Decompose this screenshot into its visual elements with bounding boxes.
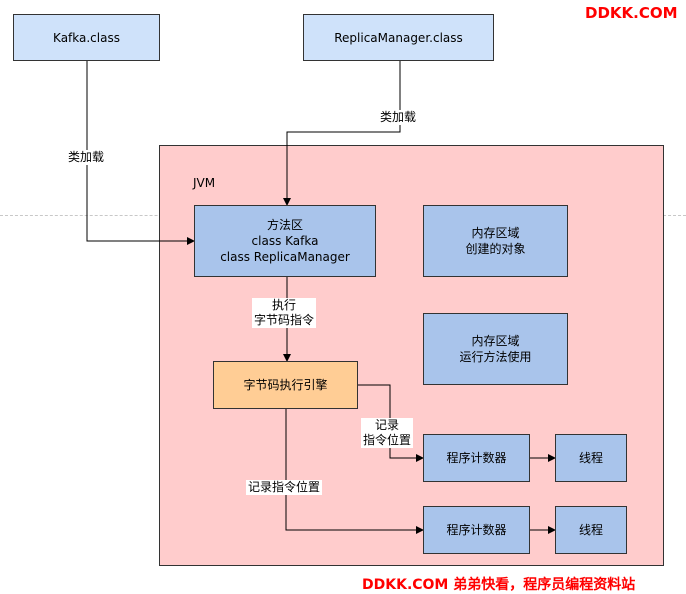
- edge-label-execute-bytecode: 执行 字节码指令: [252, 298, 317, 328]
- pc-counter-box-1: 程序计数器: [423, 434, 530, 482]
- method-area-box: 方法区 class Kafka class ReplicaManager: [194, 205, 376, 277]
- kafka-class-box: Kafka.class: [13, 14, 160, 61]
- watermark-bottom: DDKK.COM 弟弟快看，程序员编程资料站: [362, 577, 636, 593]
- stack-methods-box: 内存区域 运行方法使用: [423, 313, 568, 385]
- bytecode-engine-box: 字节码执行引擎: [213, 361, 358, 409]
- edge-replica-load: [283, 61, 401, 206]
- edge-label-class-loading-right: 类加载: [378, 110, 419, 125]
- pc-counter-box-2: 程序计数器: [423, 506, 530, 554]
- edge-label-class-loading-left: 类加载: [66, 150, 107, 165]
- heap-objects-box: 内存区域 创建的对象: [423, 205, 568, 277]
- jvm-label: JVM: [193, 176, 216, 190]
- watermark-top: DDKK.COM: [585, 4, 678, 22]
- edge-label-record-instruction-1: 记录 指令位置: [361, 418, 414, 448]
- edge-record-2: [285, 409, 424, 534]
- thread-box-2: 线程: [555, 506, 627, 554]
- thread-box-1: 线程: [555, 434, 627, 482]
- edge-label-record-instruction-2: 记录指令位置: [246, 480, 323, 495]
- edge-kafka-load: [86, 61, 195, 245]
- replica-manager-class-box: ReplicaManager.class: [303, 14, 494, 61]
